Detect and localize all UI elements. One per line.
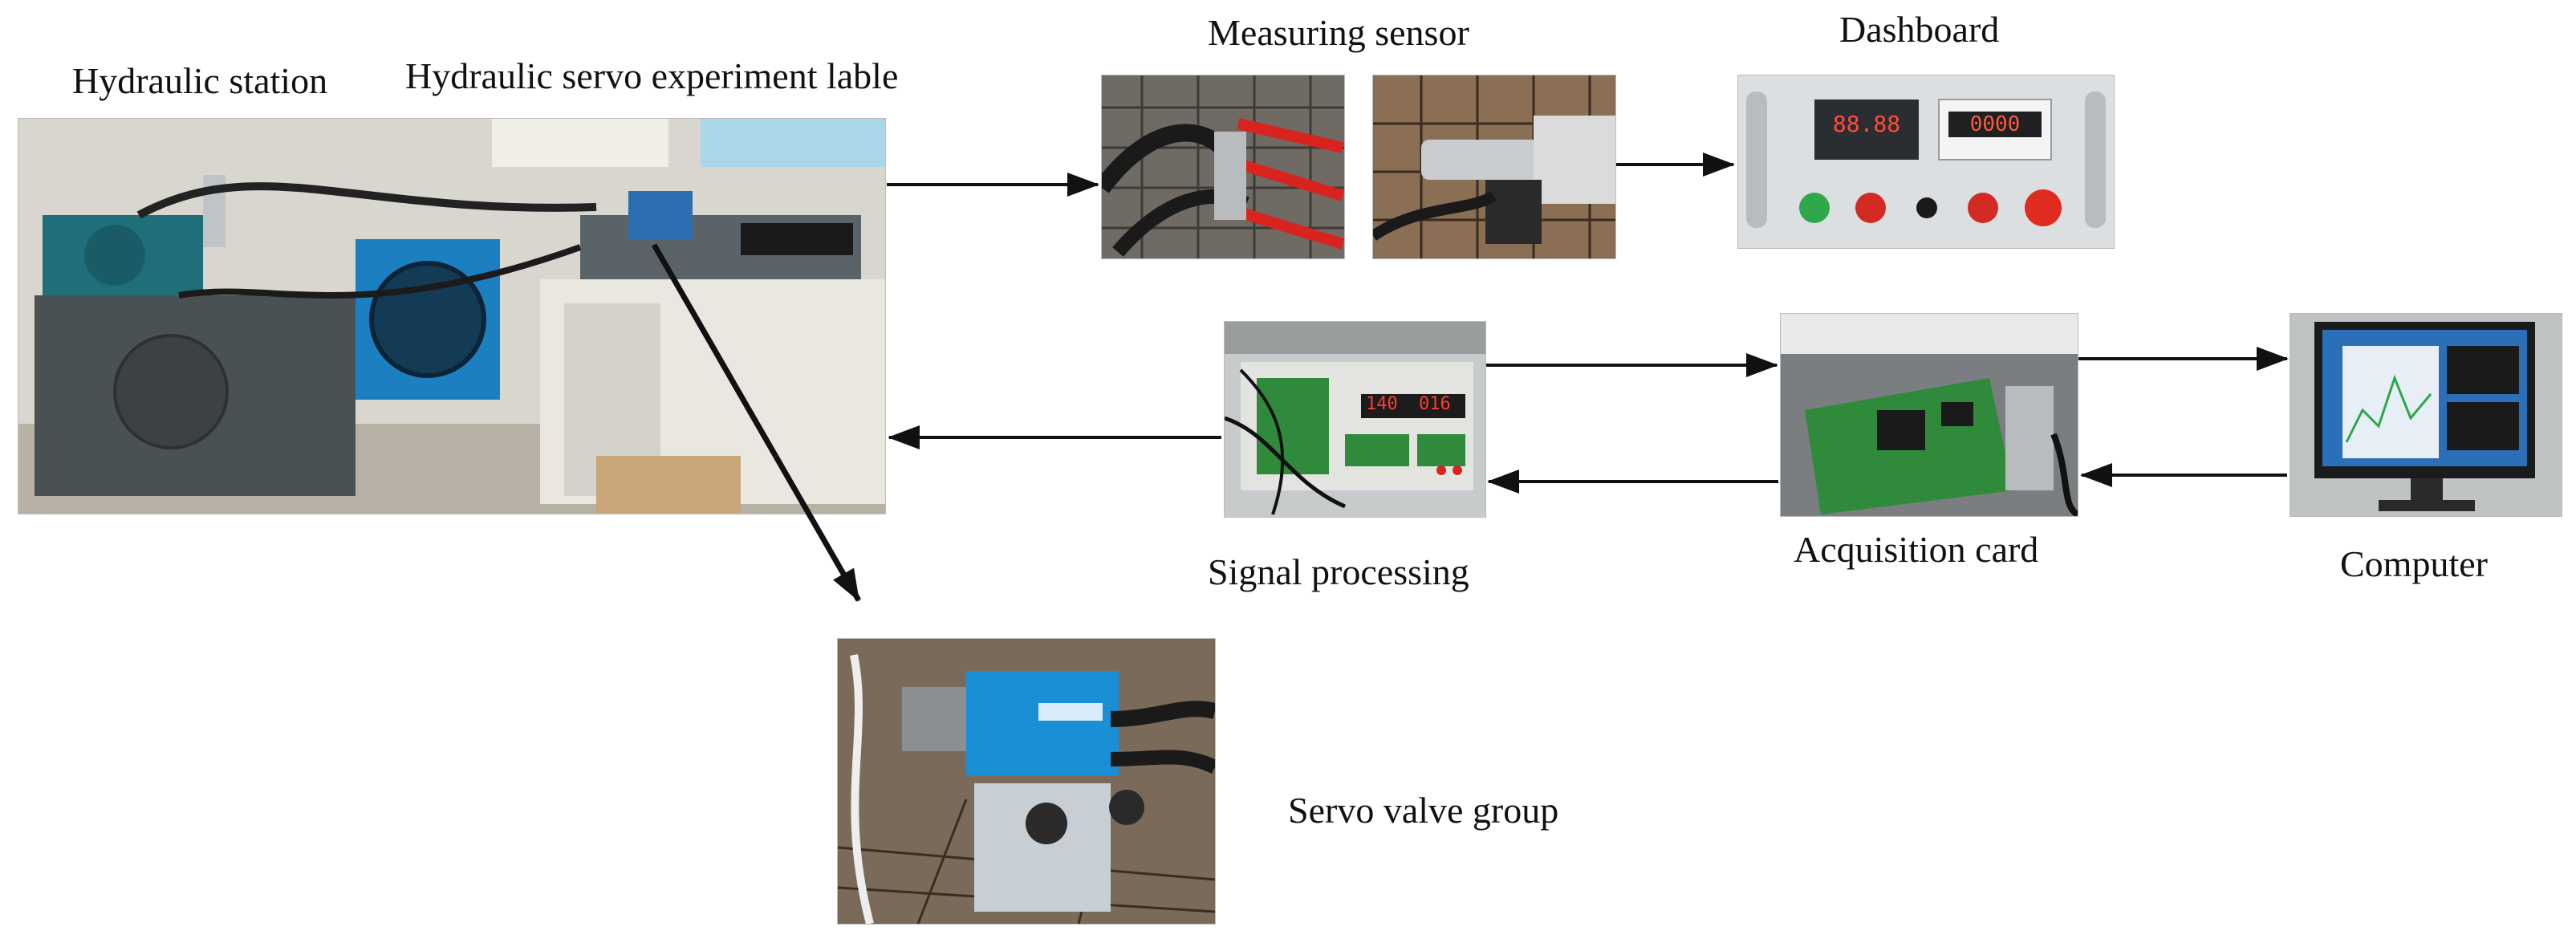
computer-photo: [2290, 313, 2562, 517]
label-acquisition-card: Acquisition card: [1794, 529, 2039, 570]
dashboard-left-readout: 88.88: [1832, 111, 1901, 137]
label-servo-valve-group: Servo valve group: [1288, 790, 1559, 831]
label-dashboard: Dashboard: [1839, 9, 2000, 50]
dashboard-photo: 88.88 0000: [1737, 75, 2115, 249]
label-computer: Computer: [2340, 543, 2488, 584]
signal-processing-photo: 140 016: [1224, 321, 1486, 518]
hydraulic-station-photo: [18, 118, 886, 514]
measuring-sensor-photo-1: [1101, 75, 1345, 259]
label-measuring-sensor: Measuring sensor: [1208, 12, 1469, 53]
servo-valve-group-photo: [837, 638, 1216, 925]
measuring-sensor-photo-2: [1372, 75, 1616, 259]
label-hydraulic-servo-table: Hydraulic servo experiment lable: [405, 55, 899, 96]
signal-readout-a: 140: [1366, 394, 1398, 414]
dashboard-right-readout: 0000: [1969, 112, 2021, 136]
label-signal-processing: Signal processing: [1208, 551, 1469, 592]
acquisition-card-photo: [1780, 313, 2078, 517]
label-hydraulic-station: Hydraulic station: [72, 60, 328, 101]
signal-readout-b: 016: [1419, 394, 1451, 414]
